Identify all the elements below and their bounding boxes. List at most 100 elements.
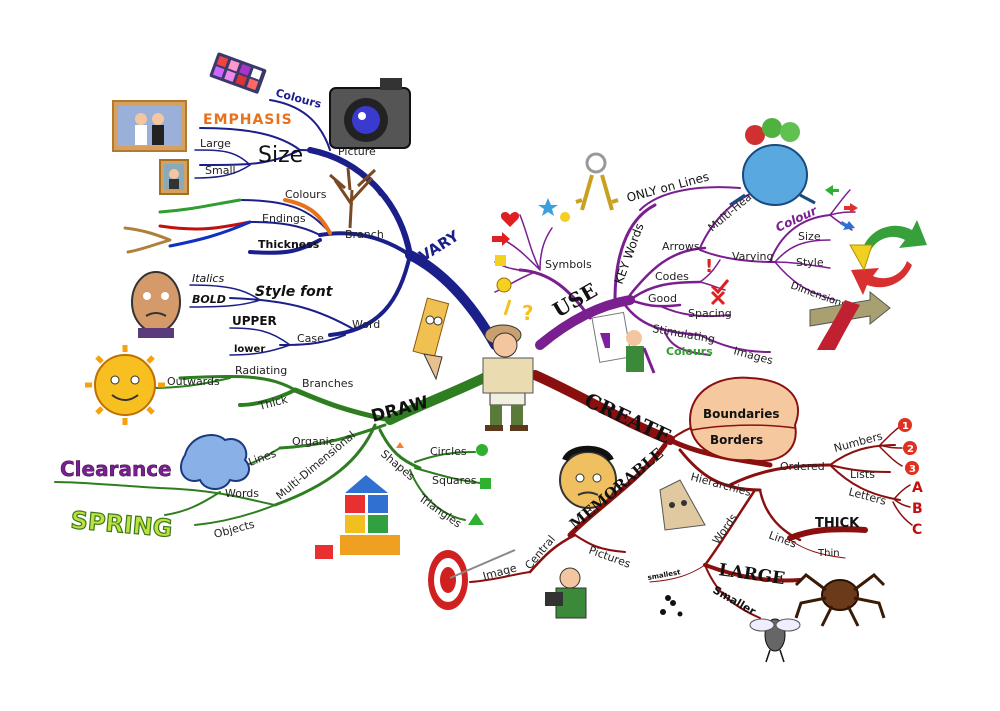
symbols-label: Symbols — [545, 258, 592, 271]
fork-ending-line — [123, 226, 172, 254]
letter-c-label: C — [912, 522, 922, 538]
palette-icon — [209, 52, 267, 94]
endings-lines-colour — [123, 198, 332, 254]
smiley-icon — [496, 277, 512, 293]
blob-creature-icon — [180, 434, 250, 490]
colours-pic-label: Colours — [274, 86, 323, 111]
emphasis-line — [199, 127, 301, 151]
hierarchies-line — [678, 448, 762, 492]
small-red-arrow-icon — [844, 203, 858, 213]
question-mark-icon: ? — [522, 301, 534, 325]
use-main-line — [535, 295, 635, 350]
target-icon — [428, 549, 516, 610]
stimulating-line — [623, 303, 702, 337]
vary-label: VARY — [416, 226, 464, 265]
triangles-label: Triangles — [415, 491, 464, 530]
central-label: Central — [522, 533, 558, 572]
tick-icon — [710, 279, 730, 295]
small-green-arrow-icon — [825, 185, 839, 196]
clearance-label: Clearance — [60, 457, 172, 481]
grumpy-face-icon — [131, 271, 181, 338]
thick-create-label: THICK — [815, 516, 860, 531]
word-line — [328, 253, 412, 337]
arrows-line — [628, 246, 707, 297]
arrow-symbol-icon — [492, 232, 510, 246]
colour-arrows-icon — [825, 185, 927, 295]
size-line — [199, 149, 301, 166]
good-line — [628, 298, 682, 308]
branches-label: Branches — [302, 377, 354, 390]
small-blue-arrow-icon — [840, 221, 855, 230]
codes-icons: ! — [705, 256, 730, 306]
smallest-line — [649, 564, 706, 583]
paper-character-icon — [659, 479, 706, 531]
upper-line — [229, 327, 291, 346]
blue-ending-line — [168, 220, 252, 248]
explorer-with-map-icon: ? — [482, 299, 534, 431]
circles-line — [414, 451, 476, 463]
heart-icon — [500, 212, 520, 227]
lower-line — [229, 344, 291, 356]
pictures-label: Pictures — [587, 544, 633, 571]
italics-line — [189, 284, 261, 301]
lists-label: Lists — [850, 468, 875, 481]
endings-label: Endings — [262, 212, 306, 225]
pictures-line — [574, 534, 626, 553]
size-use-line — [774, 239, 831, 263]
image-label: Image — [481, 561, 518, 583]
spider-icon — [794, 573, 886, 627]
image-line — [469, 571, 531, 583]
organic-line — [278, 423, 387, 450]
varying-label: Varying — [732, 250, 773, 263]
thin-label: Thin — [817, 548, 840, 559]
painter-icon — [591, 311, 656, 374]
word-label: Word — [352, 318, 380, 331]
varying-line — [699, 249, 776, 263]
colours-use-label: Colours — [666, 345, 713, 358]
large-line — [194, 149, 251, 166]
letters-line — [829, 464, 901, 501]
key-words-label: KEY Words — [612, 221, 647, 286]
lists-line — [829, 464, 891, 473]
style-font-label: Style font — [255, 284, 334, 300]
thin-create-line — [789, 539, 846, 559]
use-branch — [494, 186, 856, 356]
boundary-shape — [688, 376, 799, 462]
arrows-label: Arrows — [662, 240, 700, 253]
twisted-arrow-icon — [809, 290, 891, 350]
number-3-label: 3 — [909, 464, 916, 475]
small-label: Small — [205, 164, 236, 177]
letters-label: Letters — [847, 485, 888, 508]
cross-icon — [710, 290, 726, 306]
dimensions-line — [774, 261, 836, 301]
thick-draw-label: Thick — [256, 393, 289, 414]
letter-a-label: A — [912, 480, 923, 496]
shapes-line — [378, 428, 422, 470]
symbol-icons — [492, 198, 571, 293]
keys-icon — [575, 152, 619, 211]
good-label: Good — [648, 292, 677, 305]
blocks-icon — [315, 475, 400, 559]
square-shape-icon — [480, 478, 491, 489]
thickness-line — [248, 238, 322, 255]
draw-label: DRAW — [369, 392, 431, 426]
monster-icon — [729, 118, 816, 207]
orange-colours-line — [283, 198, 332, 235]
upper-label: UPPER — [232, 314, 277, 328]
create-label: CREATE — [581, 388, 675, 449]
large-label: LARGE — [717, 560, 786, 589]
green-ending-line — [158, 198, 242, 214]
words-draw-line — [54, 481, 276, 506]
circle-shape-icon — [476, 444, 488, 456]
style-use-label: Style — [796, 256, 824, 269]
picture-line — [299, 149, 381, 196]
emphasis-label: EMPHASIS — [203, 112, 293, 128]
number-badges: 1 2 3 — [898, 418, 919, 475]
outwards-label: Outwards — [167, 375, 220, 388]
small-portrait-icon — [159, 159, 189, 195]
worried-face-icon — [559, 445, 617, 509]
memorable-main-line — [567, 442, 668, 538]
words-to-spring-line — [164, 491, 221, 516]
lower-label: lower — [234, 344, 265, 355]
